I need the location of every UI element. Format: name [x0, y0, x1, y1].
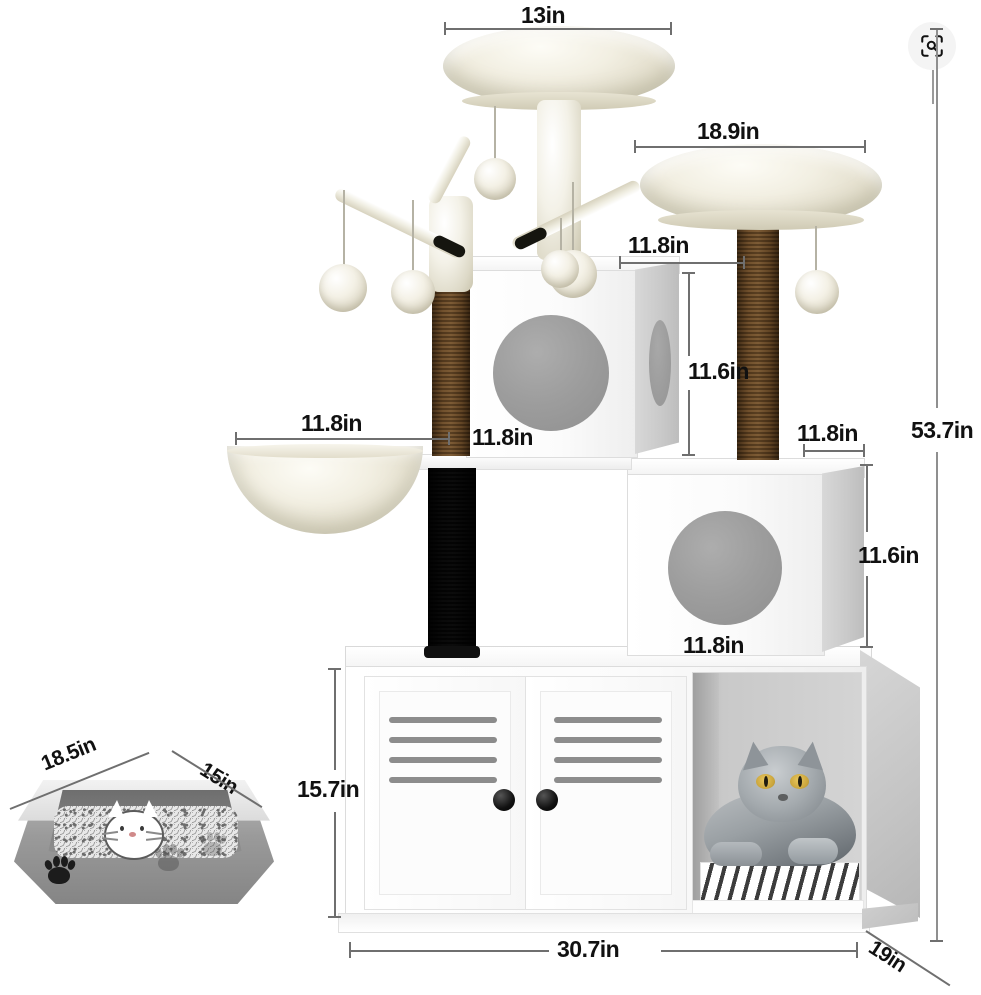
upper-condo-entrance	[493, 315, 609, 431]
door-knob-right[interactable]	[536, 789, 558, 811]
toy-string	[572, 182, 574, 254]
dim-line	[619, 262, 745, 264]
toy-string	[412, 200, 414, 274]
cabinet-door-right[interactable]	[525, 676, 687, 910]
pom-pom-toy	[795, 270, 839, 314]
litter-box-illustration: 18.5in 15in	[0, 733, 300, 930]
dim-line	[936, 452, 938, 942]
toy-string	[494, 106, 496, 162]
dim-line	[661, 950, 858, 952]
dim-cap	[864, 140, 866, 153]
dim-cap	[682, 272, 695, 274]
toy-string	[815, 226, 817, 274]
vent-slot	[554, 737, 662, 743]
hammock-rim	[227, 444, 423, 458]
vent-slot	[389, 757, 497, 763]
vent-slot	[554, 757, 662, 763]
dim-line	[235, 438, 450, 440]
paw-print-icon	[42, 856, 77, 886]
dim-cap	[444, 22, 446, 35]
vent-slot	[389, 777, 497, 783]
dim-upper-condo-height: 11.6in	[688, 358, 749, 384]
toy-arm-upper	[426, 134, 473, 206]
vent-slot	[554, 777, 662, 783]
pom-pom-toy	[541, 250, 579, 288]
vent-slot	[389, 717, 497, 723]
lens-button-leader-line	[932, 70, 934, 104]
dim-lower-condo-height: 11.6in	[858, 542, 919, 568]
pom-pom-toy	[391, 270, 435, 314]
upper-condo-side-window	[649, 320, 671, 406]
dim-line	[334, 668, 336, 770]
dim-cap	[328, 668, 341, 670]
dim-line	[688, 390, 690, 456]
dim-cap	[235, 432, 237, 445]
second-perch-underside	[658, 210, 864, 230]
dim-upper-condo-width-top: 11.8in	[628, 232, 689, 258]
dim-cap	[349, 942, 351, 958]
vent-slot	[554, 717, 662, 723]
dim-cap	[634, 140, 636, 153]
dim-cap	[619, 256, 621, 269]
pom-pom-toy	[319, 264, 367, 312]
cabinet-plinth	[338, 913, 870, 933]
cabinet-door-left[interactable]	[364, 676, 526, 910]
dim-lower-condo-width-front: 11.8in	[683, 632, 744, 658]
dim-top-perch-width: 13in	[521, 2, 566, 28]
dim-line	[444, 28, 672, 30]
dim-cap	[803, 444, 805, 457]
dim-base-width: 30.7in	[557, 936, 620, 962]
dim-second-perch-width: 18.9in	[697, 118, 760, 144]
paw-print-icon	[198, 832, 228, 857]
dim-line	[936, 28, 938, 408]
toy-string	[343, 190, 345, 268]
pom-pom-toy	[474, 158, 516, 200]
upper-condo-body	[466, 270, 638, 458]
paw-print-icon	[152, 844, 186, 872]
visual-search-button[interactable]	[908, 22, 956, 70]
dim-line	[803, 450, 865, 452]
cabinet-right-side	[860, 650, 920, 918]
dim-line	[349, 950, 549, 952]
dim-line	[334, 812, 336, 918]
dim-cap	[860, 464, 873, 466]
door-knob-left[interactable]	[493, 789, 515, 811]
dim-cabinet-height: 15.7in	[297, 776, 360, 802]
upper-condo-side	[635, 262, 679, 454]
dim-cap	[670, 22, 672, 35]
dim-line	[634, 146, 866, 148]
slatted-ramp	[700, 862, 860, 906]
dim-cap	[743, 256, 745, 269]
plush-hammock-basket	[227, 446, 423, 534]
dim-cap	[860, 646, 873, 648]
lower-condo-side	[822, 466, 864, 652]
dim-cap	[930, 940, 943, 942]
dim-cap	[856, 942, 858, 958]
dim-cap	[863, 444, 865, 457]
cabinet-plinth-side	[862, 903, 918, 929]
dim-hammock-width: 11.8in	[301, 410, 362, 436]
black-scratching-post	[428, 468, 476, 652]
dim-lower-condo-width-top: 11.8in	[797, 420, 858, 446]
dim-line	[688, 272, 690, 356]
dim-upper-condo-width-front: 11.8in	[472, 424, 533, 450]
center-sisal-post	[432, 286, 470, 456]
dim-cap	[328, 916, 341, 918]
cartoon-cat-icon	[96, 800, 168, 860]
dim-total-height: 53.7in	[911, 417, 974, 443]
toy-string	[560, 218, 562, 254]
dim-cap	[930, 28, 943, 30]
dim-cap	[682, 454, 695, 456]
dim-cap	[448, 432, 450, 445]
dim-litterbox-width: 18.5in	[38, 732, 100, 776]
black-post-foot	[424, 646, 480, 658]
dim-line	[866, 576, 868, 648]
dim-line	[866, 464, 868, 532]
lower-condo-entrance	[668, 511, 782, 625]
cat-illustration	[700, 739, 860, 874]
vent-slot	[389, 737, 497, 743]
visual-search-icon	[921, 35, 943, 57]
lower-condo-body	[627, 474, 825, 656]
